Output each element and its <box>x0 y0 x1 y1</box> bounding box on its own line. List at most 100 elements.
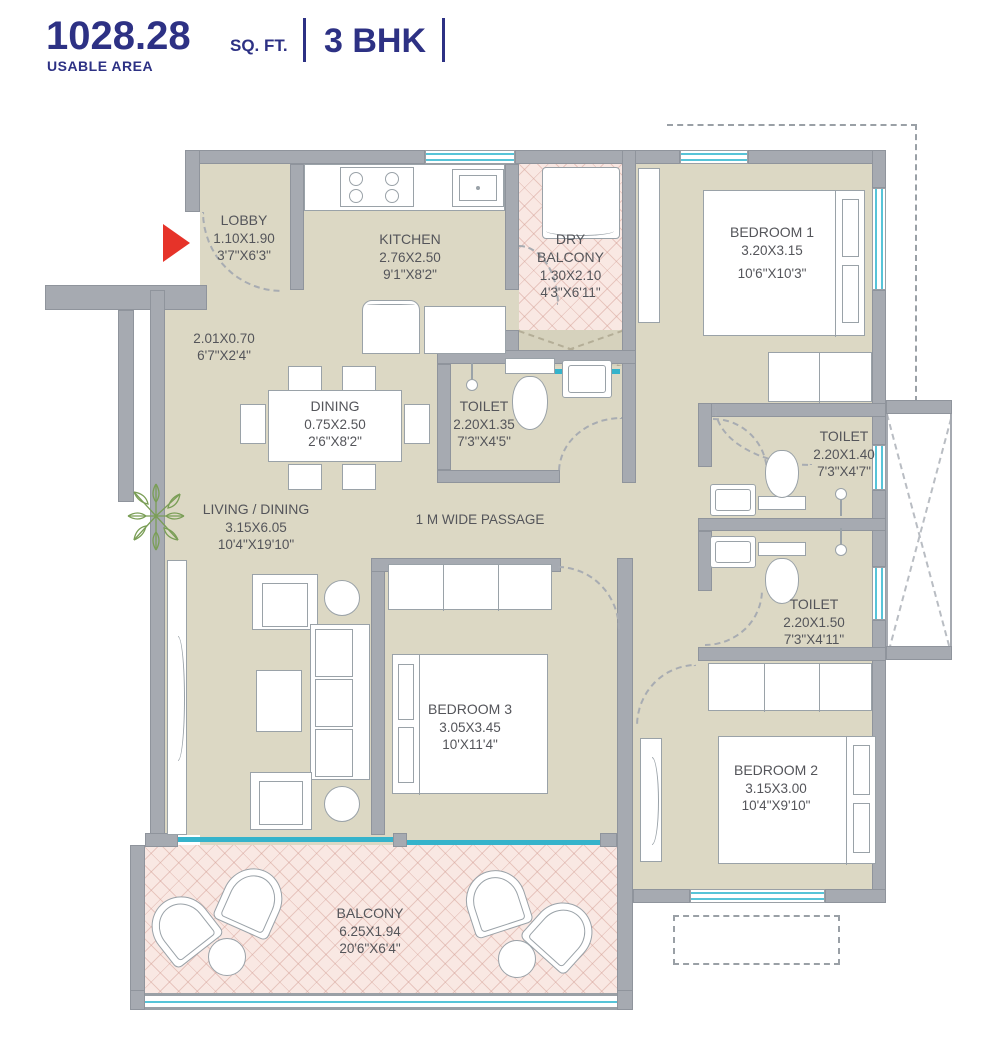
toilet-wc-icon <box>758 450 806 512</box>
washbasin-icon <box>562 360 612 398</box>
window <box>872 567 886 620</box>
tv-unit-icon <box>640 738 662 862</box>
room-dim-ft: 10'4"X19'10" <box>217 537 295 553</box>
coffee-table-icon <box>256 670 302 732</box>
dashed-ledge-bedroom2 <box>673 915 840 965</box>
wall <box>886 400 952 414</box>
wall <box>437 364 451 470</box>
fridge-icon <box>362 300 420 354</box>
wall <box>515 150 680 164</box>
room-dim-ft: 10'6"X10'3" <box>737 266 807 282</box>
wall <box>371 558 385 835</box>
shower-icon <box>834 528 848 558</box>
wall <box>617 990 633 1010</box>
room-name: BALCONY <box>537 248 604 265</box>
room-name: BEDROOM 3 <box>427 701 512 717</box>
room-label-dining: DINING 0.75X2.50 2'6"X8'2" <box>268 398 402 450</box>
room-dim-m: 1.30X2.10 <box>539 267 602 283</box>
stove-icon <box>340 167 414 207</box>
room-label-lobby: LOBBY 1.10X1.90 3'7"X6'3" <box>192 212 296 264</box>
header-divider-2 <box>442 18 445 62</box>
balcony-table-icon <box>498 940 536 978</box>
room-name: DINING <box>310 398 360 414</box>
window <box>872 445 886 490</box>
side-table-icon <box>324 786 360 822</box>
window <box>680 150 748 164</box>
wall <box>290 164 304 290</box>
washbasin-icon <box>710 484 756 516</box>
side-table-icon <box>324 580 360 616</box>
room-dim-ft: 9'1"X8'2" <box>383 267 437 283</box>
room-dim-m: 3.05X3.45 <box>439 719 501 735</box>
wall <box>886 646 952 660</box>
room-name: BEDROOM 2 <box>733 762 818 778</box>
room-dim-ft: 20'6"X6'4" <box>339 941 401 957</box>
wall <box>393 833 407 847</box>
dining-table-icon <box>268 390 402 462</box>
wall <box>600 833 617 847</box>
room-dim-m: 1.10X1.90 <box>213 230 275 246</box>
chair-icon <box>240 404 266 444</box>
wall <box>185 150 425 164</box>
room-dim-ft: 7'3"X4'5" <box>457 434 511 450</box>
room-dim-m: 3.20X3.15 <box>741 242 803 258</box>
bed-icon <box>392 654 548 795</box>
room-name: TOILET <box>819 428 869 444</box>
wall <box>872 150 886 188</box>
sliding-door <box>178 837 393 842</box>
plan-header: 1028.28 SQ. FT. USABLE AREA 3 BHK <box>46 10 606 74</box>
bed-icon <box>703 190 865 337</box>
entry-dim-ft: 6'7"X2'4" <box>197 348 251 364</box>
tv-unit-icon <box>167 560 187 835</box>
dashed-boundary-right <box>915 124 917 402</box>
wall <box>748 150 886 164</box>
usable-area-value: 1028.28 <box>46 14 191 58</box>
room-dim-m: 3.15X6.05 <box>225 519 287 535</box>
room-dim-m: 2.20X1.40 <box>813 446 875 462</box>
room-dim-ft: 7'3"X4'7" <box>817 464 871 480</box>
room-dim-m: 2.20X1.35 <box>453 416 515 432</box>
header-divider <box>303 18 306 62</box>
passage-label: 1 M WIDE PASSAGE <box>415 512 545 527</box>
room-dim-m: 2.20X1.50 <box>783 614 845 630</box>
wardrobe-icon <box>388 564 552 611</box>
entry-arrow-icon <box>163 224 190 262</box>
dashed-boundary-top <box>667 124 917 126</box>
room-label-bedroom3: BEDROOM 3 3.05X3.45 10'X11'4" <box>390 701 550 753</box>
wall <box>130 990 145 1010</box>
entry-dim-m: 2.01X0.70 <box>193 331 255 346</box>
wall <box>437 470 560 483</box>
room-dim-ft: 4'3"X6'11" <box>540 285 601 301</box>
room-label-toilet1: TOILET 2.20X1.35 7'3"X4'5" <box>432 398 536 450</box>
room-name: TOILET <box>789 596 839 612</box>
window <box>425 150 515 164</box>
wall <box>45 285 207 310</box>
chair-icon <box>404 404 430 444</box>
armchair-icon <box>250 772 312 830</box>
wall <box>698 518 886 531</box>
wall <box>698 403 712 467</box>
kitchen-platform <box>424 306 506 354</box>
usable-area-label: USABLE AREA <box>47 58 154 74</box>
window <box>690 889 825 903</box>
room-name: KITCHEN <box>379 231 441 247</box>
room-name: LIVING / DINING <box>202 501 310 517</box>
bhk-label: 3 BHK <box>324 22 427 60</box>
toilet-wc-icon <box>758 542 806 604</box>
wardrobe-icon <box>768 352 872 403</box>
room-dim-m: 3.15X3.00 <box>745 780 807 796</box>
usable-area-unit: SQ. FT. <box>230 36 288 55</box>
plant-icon <box>126 478 186 554</box>
door-panel <box>638 168 660 323</box>
wall <box>185 150 200 212</box>
chair-icon <box>288 366 322 392</box>
wall <box>130 845 145 1010</box>
sofa-icon <box>310 624 370 780</box>
room-name: DRY <box>555 231 586 247</box>
room-dim-ft: 2'6"X8'2" <box>308 434 362 450</box>
room-name: BEDROOM 1 <box>729 224 814 240</box>
room-label-bedroom2: BEDROOM 2 3.15X3.00 10'4"X9'10" <box>698 762 854 814</box>
room-dim-ft: 10'4"X9'10" <box>741 798 811 814</box>
room-name: BALCONY <box>336 905 404 921</box>
